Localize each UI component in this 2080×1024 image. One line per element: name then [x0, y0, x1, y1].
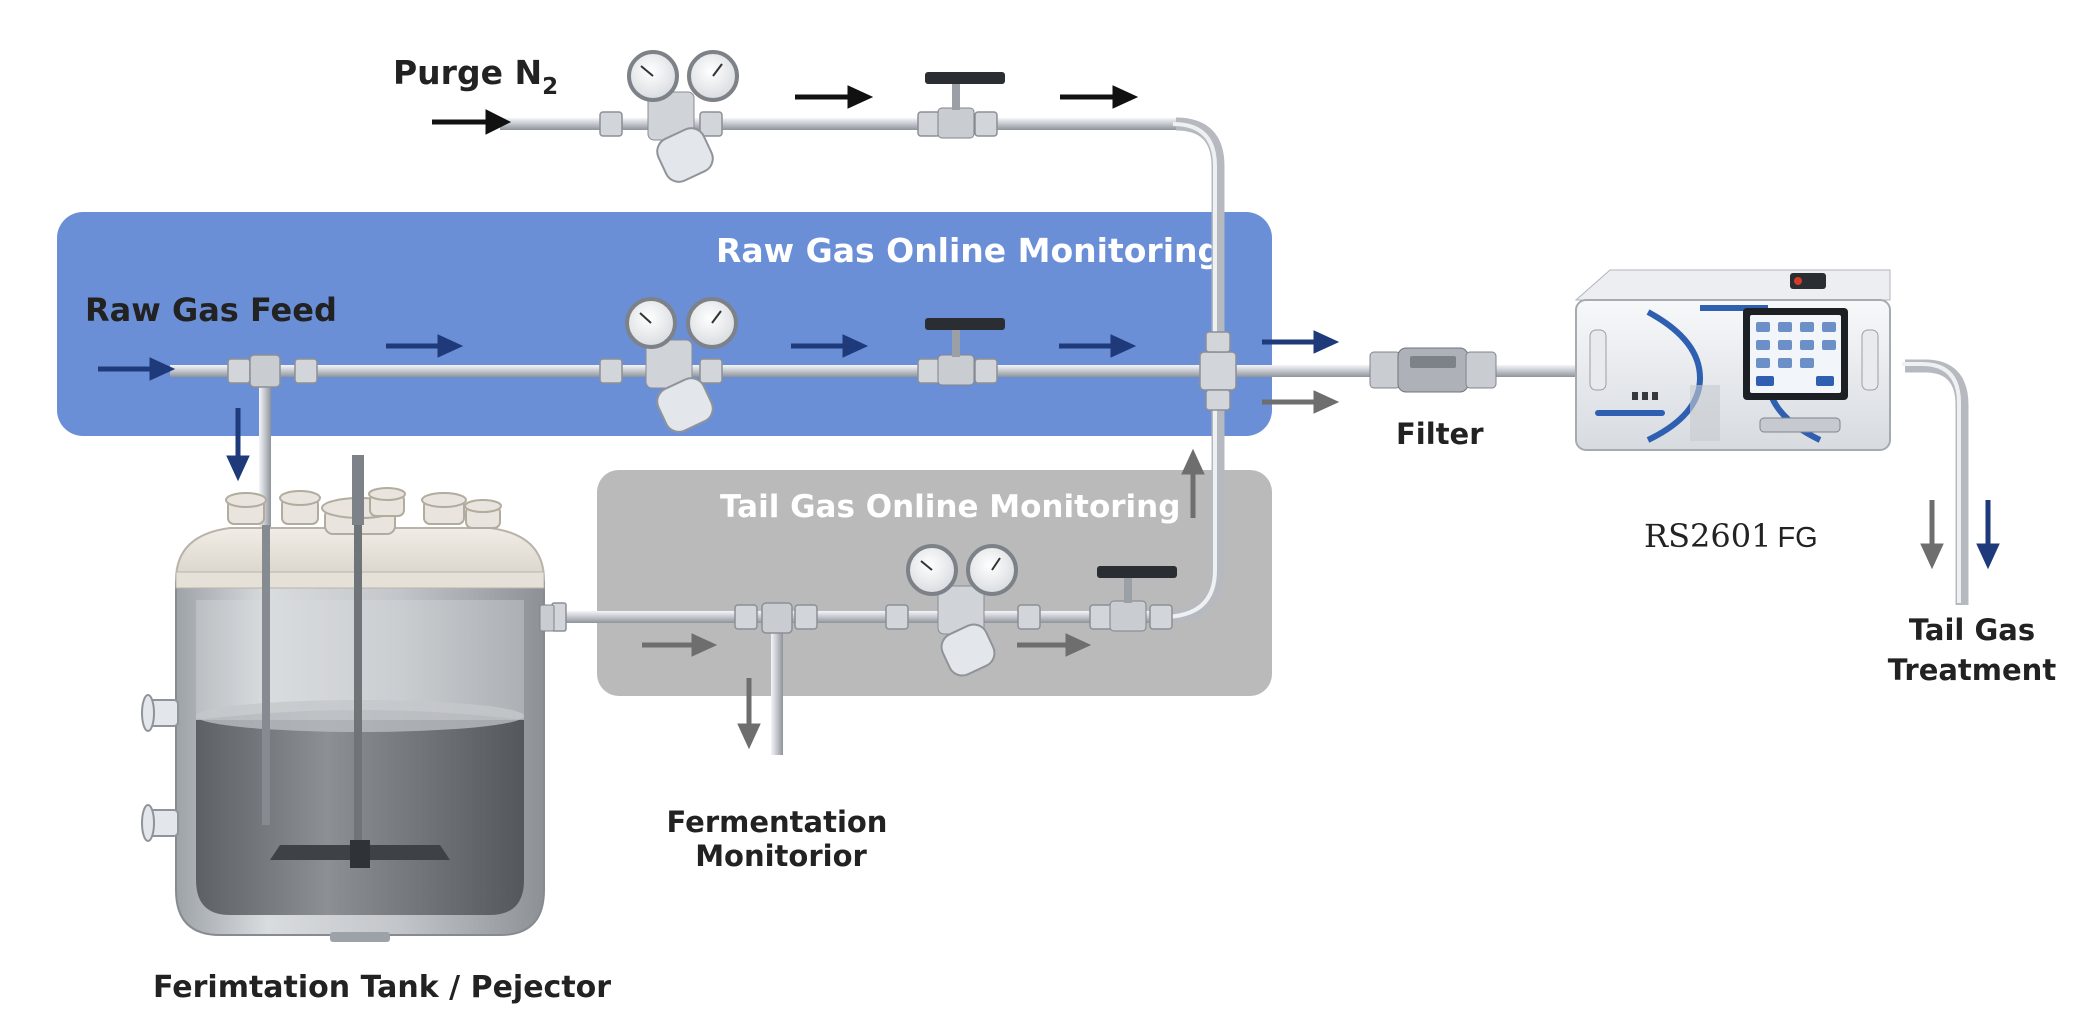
feed-down-pipe	[259, 372, 271, 527]
tail-regulator	[906, 544, 1018, 677]
tail-valve	[1097, 566, 1177, 632]
valve-handle-icon	[925, 318, 1005, 330]
fittings	[227, 111, 1237, 632]
fermentation-branch-pipe	[771, 620, 783, 755]
valve-handle-icon	[925, 72, 1005, 84]
reactor-tank-icon	[141, 455, 555, 942]
flow-arrows	[98, 85, 2000, 750]
valve-handle-icon	[1097, 566, 1177, 578]
purge-regulator	[627, 50, 739, 183]
tail-treatment-label: Tail Gas	[1909, 613, 2035, 647]
raw-zone-label: Raw Gas Online Monitoring	[716, 231, 1221, 270]
tail-zone-label: Tail Gas Online Monitoring	[720, 489, 1180, 525]
fermentation-label: Fermentation	[667, 805, 888, 839]
raw-valve	[925, 318, 1005, 386]
outlet-pipe	[1905, 359, 1969, 605]
purge-valve	[925, 72, 1005, 139]
tank-label: Ferimtation Tank / Pejector	[153, 970, 611, 1005]
raw-regulator	[625, 297, 738, 433]
feed-tee-fitting	[249, 354, 281, 388]
filter-label: Filter	[1396, 417, 1484, 451]
ferm-tee-fitting	[761, 602, 793, 634]
purge-label: Purge N2	[393, 53, 558, 100]
filter-icon	[1369, 347, 1497, 393]
tail-gas-pipe	[545, 611, 1170, 623]
analyzer-unit	[1574, 269, 1891, 451]
tail-treatment-label-2: Treatment	[1888, 653, 2057, 687]
fermentation-label-2: Monitorior	[695, 839, 867, 873]
raw-gas-feed-label: Raw Gas Feed	[85, 291, 337, 329]
